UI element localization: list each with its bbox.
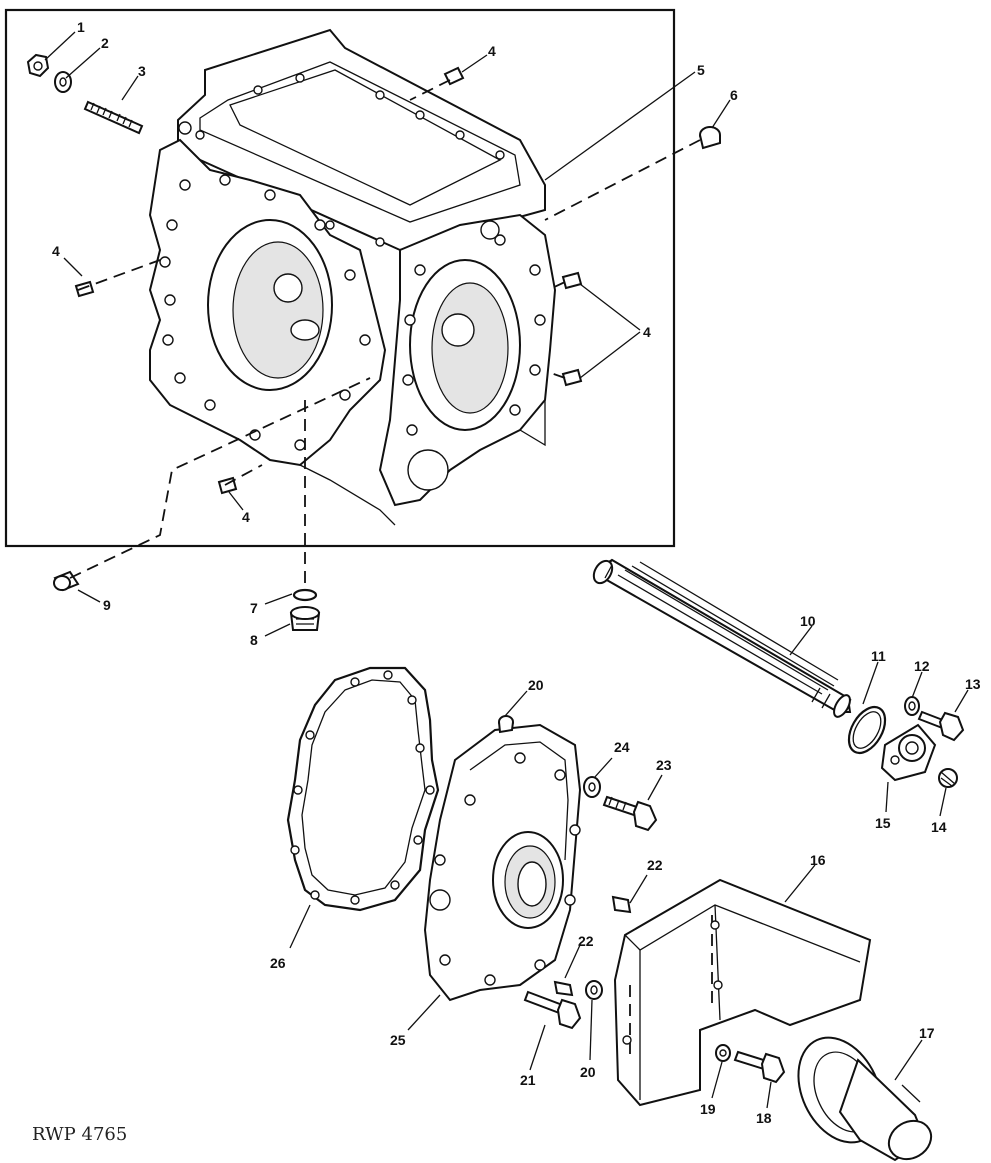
callout-19: 19 xyxy=(700,1101,716,1117)
callout-16: 16 xyxy=(810,852,826,868)
cap-screw-shield xyxy=(733,1050,786,1084)
callout-18: 18 xyxy=(756,1110,772,1126)
callout-4-right: 4 xyxy=(643,324,651,340)
callout-20-top: 20 xyxy=(528,677,544,693)
plug-cover-lower xyxy=(553,980,574,997)
plug-cover-top xyxy=(498,715,514,734)
callout-6: 6 xyxy=(730,87,738,103)
leader-pin-left xyxy=(77,259,161,291)
gasket xyxy=(286,666,440,912)
shaft-coupler xyxy=(797,1036,933,1162)
filter-cover-plug xyxy=(938,768,958,788)
cap-screw-cover-lower xyxy=(523,990,582,1030)
housing-group-frame xyxy=(4,8,676,548)
dowel-pin-right-upper xyxy=(561,271,583,290)
stud xyxy=(83,100,144,135)
callout-17: 17 xyxy=(919,1025,935,1041)
o-ring-small xyxy=(292,588,318,602)
leader-pin-right xyxy=(547,281,566,379)
callout-14: 14 xyxy=(931,819,947,835)
callout-8: 8 xyxy=(250,632,258,648)
washer-cover xyxy=(583,776,601,798)
callout-25: 25 xyxy=(390,1032,406,1048)
callout-21: 21 xyxy=(520,1072,536,1088)
callout-4-left: 4 xyxy=(52,243,60,259)
lock-washer xyxy=(54,71,72,93)
drawing-reference-code: RWP 4765 xyxy=(32,1124,127,1145)
callout-26: 26 xyxy=(270,955,286,971)
pump-cover xyxy=(423,723,582,1002)
callout-13: 13 xyxy=(965,676,981,692)
callout-2: 2 xyxy=(101,35,109,51)
plug-cover-bottom xyxy=(585,980,603,1000)
cap-screw-cover xyxy=(602,795,658,832)
callout-22-upper: 22 xyxy=(647,857,663,873)
callout-23: 23 xyxy=(656,757,672,773)
leader-pin-top xyxy=(409,79,451,101)
callout-22-lower: 22 xyxy=(578,933,594,949)
plug-cover-right xyxy=(611,895,632,914)
callout-11: 11 xyxy=(871,648,886,664)
callout-4-bottom: 4 xyxy=(242,509,250,525)
leader-pin-bottom xyxy=(224,464,263,486)
callout-5: 5 xyxy=(697,62,705,78)
callout-20-bottom: 20 xyxy=(580,1064,596,1080)
o-ring-filter xyxy=(847,705,887,755)
callout-15: 15 xyxy=(875,815,891,831)
leader-plug-upper xyxy=(544,139,701,221)
callout-9: 9 xyxy=(103,597,111,613)
callout-4-top: 4 xyxy=(488,43,496,59)
callout-leaders xyxy=(44,31,969,1109)
filter-element xyxy=(592,558,852,718)
plug-lower xyxy=(53,570,80,592)
drain-plug xyxy=(289,606,321,631)
cap-screw-filter-cover xyxy=(917,710,965,742)
filter-cover xyxy=(880,723,937,782)
callout-3: 3 xyxy=(138,63,146,79)
callout-24: 24 xyxy=(614,739,630,755)
dowel-pin-right-lower xyxy=(561,368,583,387)
transmission-case xyxy=(148,28,557,526)
shield xyxy=(613,878,872,1107)
leader-plug-lower xyxy=(69,377,371,579)
washer-filter-cover xyxy=(904,696,920,716)
nut xyxy=(26,53,50,78)
callout-1: 1 xyxy=(77,19,85,35)
washer-shield xyxy=(715,1044,731,1062)
callout-10: 10 xyxy=(800,613,816,629)
plug-upper xyxy=(699,126,721,150)
callout-12: 12 xyxy=(914,658,930,674)
callout-7: 7 xyxy=(250,600,258,616)
